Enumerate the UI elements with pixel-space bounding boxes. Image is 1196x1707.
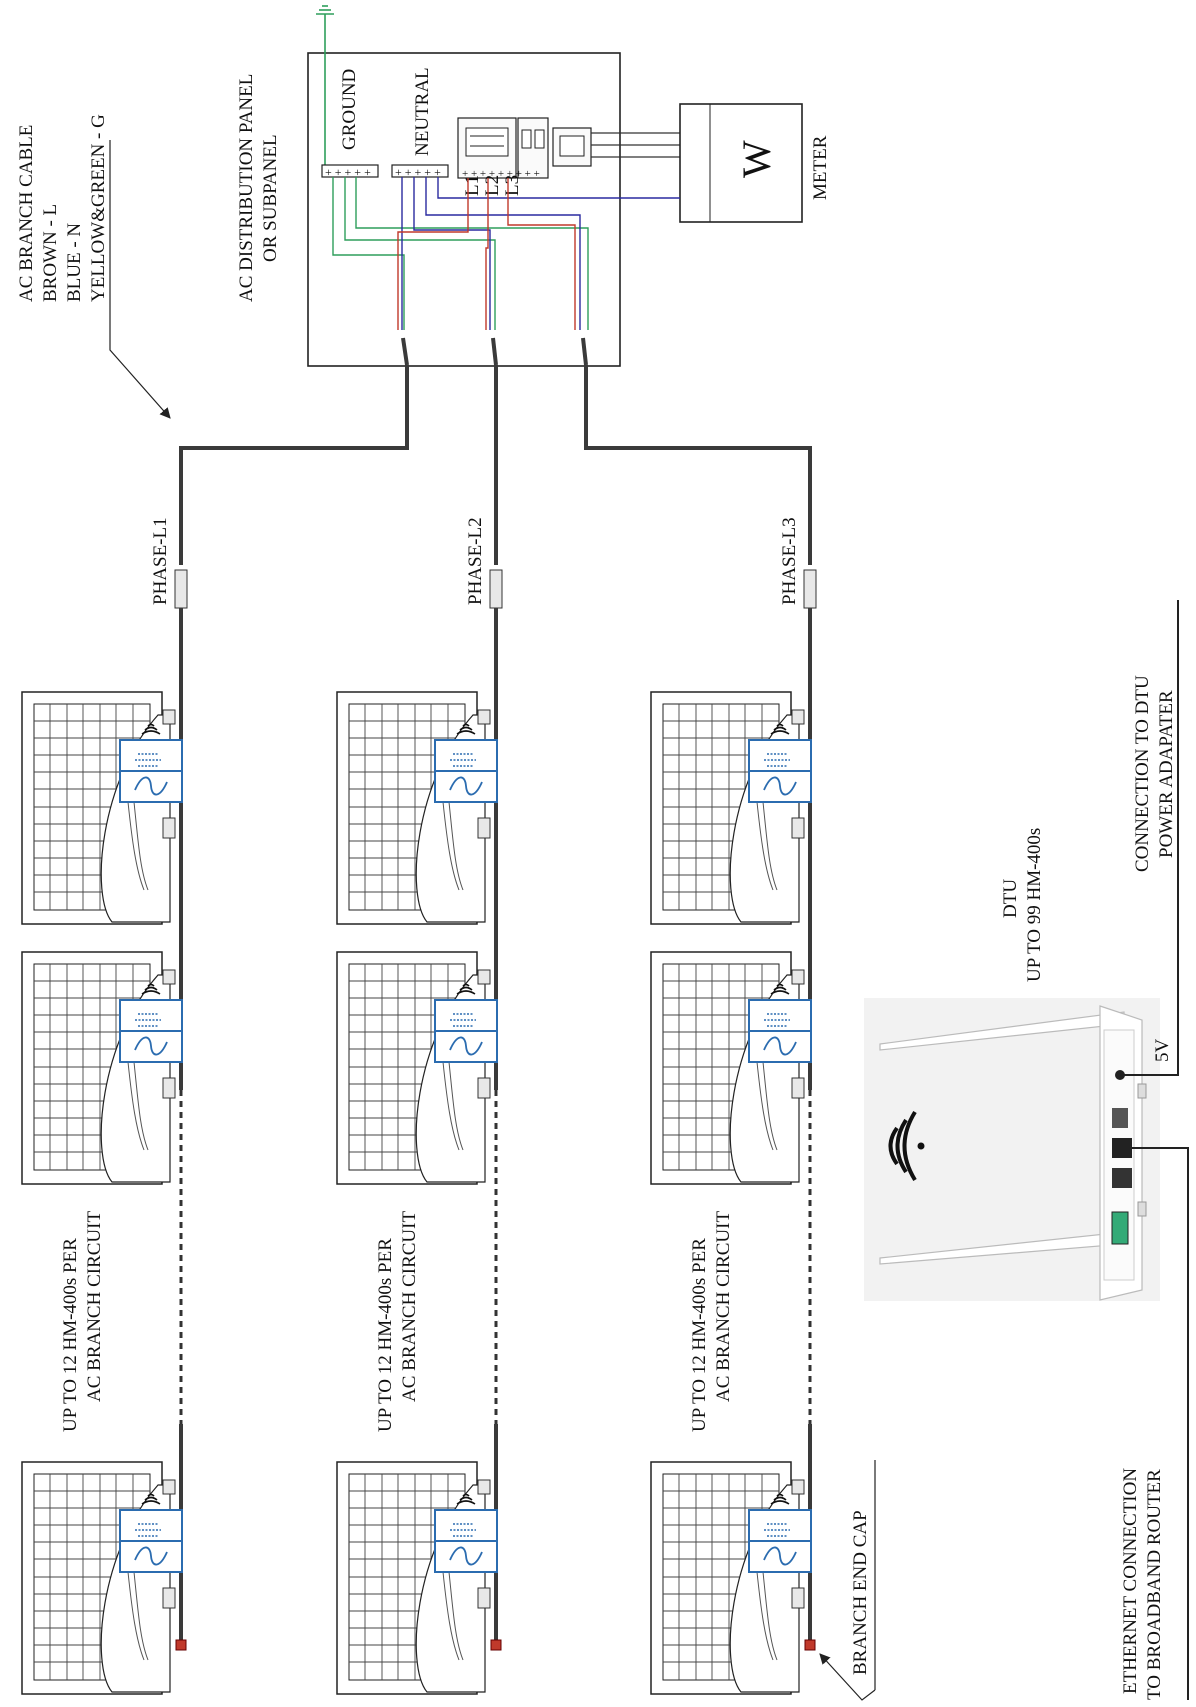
ground-symbol-icon: [316, 5, 334, 165]
solar-module-l1-2: [21, 951, 183, 1185]
ac-branch-cable-label: AC BRANCH CABLE BROWN - L BLUE - N YELLO…: [16, 114, 111, 312]
svg-text:UP TO 12 HM-400s PER: UP TO 12 HM-400s PER: [689, 1238, 710, 1432]
svg-text:BROWN - L: BROWN - L: [40, 204, 61, 302]
dtu-power-wire: [1120, 600, 1179, 1076]
svg-text:YELLOW&GREEN - G: YELLOW&GREEN - G: [88, 114, 109, 302]
svg-text:BLUE - N: BLUE - N: [64, 223, 85, 302]
svg-text:+ + + + +: + + + + +: [325, 165, 371, 179]
svg-text:+ + + + +: + + + + +: [395, 165, 441, 179]
meter-box: [679, 103, 803, 223]
dtu-device: [1099, 1005, 1147, 1301]
l3-label: L3: [502, 175, 523, 196]
l1-label: L1: [462, 175, 483, 196]
dtu-voltage-label: 5V: [1152, 1039, 1173, 1063]
breaker-block: + + + + + + + + +: [457, 117, 592, 180]
phase-l3-label: PHASE-L3: [779, 517, 800, 605]
svg-text:TO BROADBAND ROUTER: TO BROADBAND ROUTER: [1144, 1469, 1165, 1700]
svg-text:AC BRANCH CIRCUIT: AC BRANCH CIRCUIT: [713, 1211, 734, 1402]
trunk-cable-l3: [584, 365, 812, 565]
l2-label: L2: [482, 175, 503, 196]
branch-end-caps: [175, 1639, 816, 1651]
svg-text:AC DISTRIBUTION PANEL: AC DISTRIBUTION PANEL: [236, 74, 257, 302]
svg-text:AC BRANCH CABLE: AC BRANCH CABLE: [16, 125, 37, 302]
panel-internal-wiring: [332, 177, 680, 330]
svg-text:DTU: DTU: [1000, 879, 1021, 918]
solar-module-l2-3: [336, 1461, 498, 1695]
phase-l1-label: PHASE-L1: [150, 517, 171, 605]
ground-label: GROUND: [339, 69, 360, 150]
solar-module-l3-3: [650, 1461, 812, 1695]
svg-text:ETHERNET CONNECTION: ETHERNET CONNECTION: [1120, 1468, 1141, 1694]
wifi-icon: [888, 1110, 925, 1182]
trunk-connectors: [174, 569, 817, 609]
meter-label: METER: [810, 135, 831, 200]
solar-module-l1-1: [21, 691, 183, 925]
svg-text:UP TO 99 HM-400s: UP TO 99 HM-400s: [1024, 828, 1045, 982]
phase-l2-label: PHASE-L2: [465, 517, 486, 605]
panel-label: AC DISTRIBUTION PANEL OR SUBPANEL: [236, 74, 281, 302]
ground-terminal-bar: + + + + +: [321, 164, 379, 179]
distribution-panel-box: [307, 52, 621, 367]
neutral-terminal-bar: + + + + +: [391, 164, 449, 179]
svg-text:POWER ADAPATER: POWER ADAPATER: [1156, 690, 1177, 858]
solar-module-l1-3: [21, 1461, 183, 1695]
svg-text:+ + + + + + + + +: + + + + + + + + +: [462, 168, 540, 180]
trunk-cable-l1: [179, 365, 409, 565]
solar-module-l3-1: [650, 691, 812, 925]
svg-text:BRANCH END CAP: BRANCH END CAP: [850, 1510, 871, 1675]
cable-pointer-arrow: [109, 312, 171, 419]
branch-limit-label-l3: UP TO 12 HM-400s PER AC BRANCH CIRCUIT: [689, 1211, 734, 1432]
meter-symbol: W: [734, 140, 779, 178]
branch-limit-label-l2: UP TO 12 HM-400s PER AC BRANCH CIRCUIT: [375, 1211, 420, 1432]
svg-text:UP TO 12 HM-400s PER: UP TO 12 HM-400s PER: [60, 1238, 81, 1432]
dtu-label: DTU UP TO 99 HM-400s: [1000, 828, 1045, 982]
svg-text:AC BRANCH CIRCUIT: AC BRANCH CIRCUIT: [399, 1211, 420, 1402]
solar-module-l3-2: [650, 951, 812, 1185]
branch-limit-label-l1: UP TO 12 HM-400s PER AC BRANCH CIRCUIT: [60, 1211, 105, 1432]
ethernet-label: ETHERNET CONNECTION TO BROADBAND ROUTER: [1120, 1468, 1165, 1700]
svg-text:AC BRANCH CIRCUIT: AC BRANCH CIRCUIT: [84, 1211, 105, 1402]
solar-module-l2-1: [336, 691, 498, 925]
svg-text:OR SUBPANEL: OR SUBPANEL: [260, 134, 281, 262]
dtu-ethernet-wire: [1122, 1147, 1189, 1700]
neutral-label: NEUTRAL: [412, 67, 433, 156]
branch-end-cap-label: BRANCH END CAP: [819, 1460, 876, 1701]
solar-module-l2-2: [336, 951, 498, 1185]
dtu-power-label: CONNECTION TO DTU POWER ADAPATER: [1132, 675, 1177, 872]
svg-text:CONNECTION TO DTU: CONNECTION TO DTU: [1132, 675, 1153, 872]
panel-cable-exits: [401, 337, 588, 366]
svg-text:UP TO 12 HM-400s PER: UP TO 12 HM-400s PER: [375, 1238, 396, 1432]
meter-link-lines: [591, 132, 680, 158]
